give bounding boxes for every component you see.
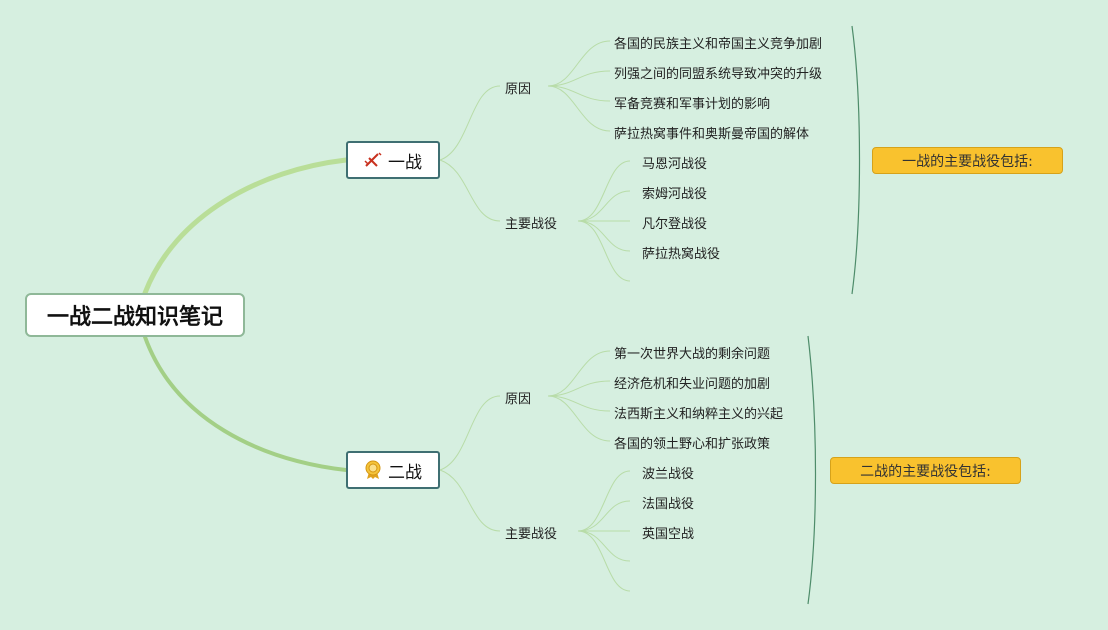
ww2-cause-item[interactable]: 第一次世界大战的剩余问题 [614, 347, 771, 362]
swords-icon [364, 152, 382, 168]
ww1-cause-item[interactable]: 萨拉热窝事件和奥斯曼帝国的解体 [614, 127, 810, 142]
medal-icon [364, 460, 382, 480]
branch-ww1-label: 一战 [388, 152, 422, 173]
ww2-battle-item[interactable]: 英国空战 [642, 527, 695, 542]
ww1-cause-item[interactable]: 列强之间的同盟系统导致冲突的升级 [614, 67, 823, 82]
ww1-battle-item[interactable]: 索姆河战役 [642, 187, 708, 202]
ww1-summary-text: 一战的主要战役包括: [902, 153, 1033, 170]
ww1-battle-item[interactable]: 萨拉热窝战役 [642, 247, 721, 262]
root-title: 一战二战知识笔记 [46, 305, 223, 330]
ww2-battle-item[interactable]: 法国战役 [642, 497, 695, 512]
root-topic[interactable]: 一战二战知识笔记 [25, 293, 245, 337]
ww1-summary[interactable]: 一战的主要战役包括: [872, 147, 1063, 174]
branch-ww1[interactable]: 一战 [346, 141, 440, 179]
ww2-causes-label[interactable]: 原因 [505, 392, 532, 407]
ww2-cause-item[interactable]: 法西斯主义和纳粹主义的兴起 [614, 407, 784, 422]
branch-ww2[interactable]: 二战 [346, 451, 440, 489]
ww2-summary-text: 二战的主要战役包括: [860, 463, 991, 480]
ww1-cause-item[interactable]: 各国的民族主义和帝国主义竞争加剧 [614, 37, 823, 52]
ww1-battles-label[interactable]: 主要战役 [505, 217, 558, 232]
ww1-causes-label[interactable]: 原因 [505, 82, 532, 97]
ww2-cause-item[interactable]: 经济危机和失业问题的加剧 [614, 377, 771, 392]
ww2-battle-item[interactable]: 波兰战役 [642, 467, 695, 482]
ww2-cause-item[interactable]: 各国的领土野心和扩张政策 [614, 437, 771, 452]
ww1-battle-item[interactable]: 马恩河战役 [642, 157, 708, 172]
ww2-summary[interactable]: 二战的主要战役包括: [830, 457, 1021, 484]
ww1-battle-item[interactable]: 凡尔登战役 [642, 217, 708, 232]
branch-ww2-label: 二战 [388, 462, 422, 483]
ww1-cause-item[interactable]: 军备竞赛和军事计划的影响 [614, 97, 771, 112]
ww2-battles-label[interactable]: 主要战役 [505, 527, 558, 542]
